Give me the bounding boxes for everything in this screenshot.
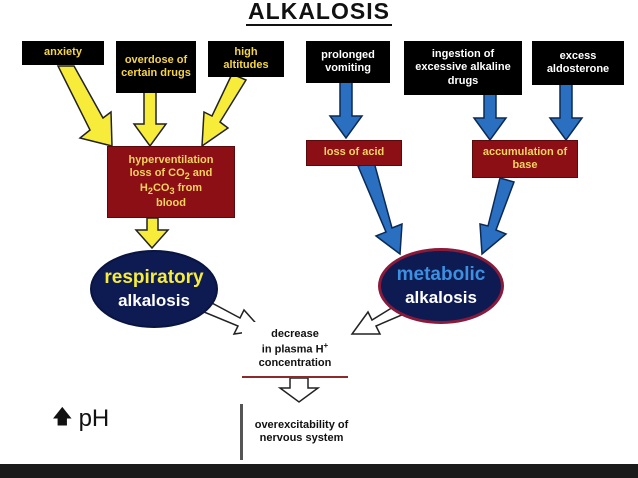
page-title: ALKALOSIS xyxy=(246,0,392,26)
cause-anxiety: anxiety xyxy=(22,41,104,65)
cause-alkaline-drugs: ingestion of excessive alkaline drugs xyxy=(404,41,522,95)
cause-high-altitudes: high altitudes xyxy=(208,41,284,77)
arrow-hyperventilation-to-respiratory xyxy=(134,217,170,250)
arrow-altitudes-to-hyperventilation xyxy=(201,73,248,148)
arrow-decrease-to-overexcitability xyxy=(277,377,321,403)
decrease-plasma-h-box: decrease in plasma H+ concentration xyxy=(242,322,348,378)
arrow-alkaline-to-accumulation xyxy=(472,91,508,142)
hyperventilation-box: hyperventilation loss of CO2 and H2CO3 f… xyxy=(107,146,235,218)
cause-prolonged-vomiting: prolonged vomiting xyxy=(306,41,390,83)
cause-overdose-drugs: overdose of certain drugs xyxy=(116,41,196,93)
ph-indicator: 🡅 pH xyxy=(52,402,109,436)
arrow-anxiety-to-hyperventilation xyxy=(56,65,113,147)
ph-label: pH xyxy=(78,405,110,432)
arrow-aldosterone-to-accumulation xyxy=(548,83,584,142)
arrow-vomiting-to-loss-of-acid xyxy=(328,81,364,140)
respiratory-alkalosis-ellipse: respiratory alkalosis xyxy=(90,250,218,328)
loss-of-acid-box: loss of acid xyxy=(306,140,402,166)
cause-excess-aldosterone: excess aldosterone xyxy=(532,41,624,85)
accumulation-of-base-box: accumulation of base xyxy=(472,140,578,178)
up-arrow-icon: 🡅 xyxy=(52,404,73,428)
arrow-drugs-to-hyperventilation xyxy=(132,91,168,148)
arrow-loss-of-acid-to-metabolic xyxy=(356,161,403,256)
arrow-metabolic-to-decrease xyxy=(350,302,406,335)
overexcitability-box: overexcitability of nervous system xyxy=(240,404,360,460)
bottom-bar xyxy=(0,464,638,478)
arrow-accumulation-to-metabolic xyxy=(479,177,515,256)
metabolic-alkalosis-ellipse: metabolic alkalosis xyxy=(378,248,504,324)
